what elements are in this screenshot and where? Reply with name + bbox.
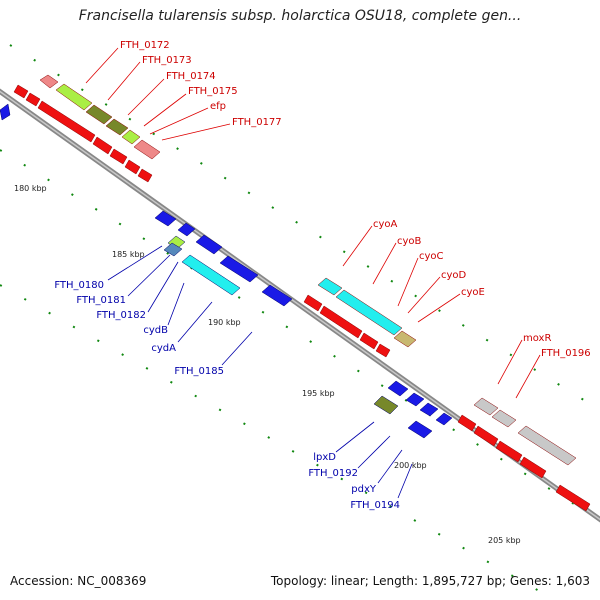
grid-dots (0, 44, 600, 600)
gene-forward[interactable] (519, 456, 547, 479)
gene-forward[interactable] (375, 343, 391, 358)
gene-reverse[interactable] (407, 420, 433, 439)
gene-label[interactable]: cyoC (419, 251, 444, 262)
gene-pink[interactable] (39, 74, 59, 89)
gene-olive[interactable] (85, 104, 113, 125)
gene-label[interactable]: FTH_0175 (188, 86, 238, 97)
tick-label: 180 kbp (14, 184, 47, 193)
gene-forward[interactable] (37, 100, 96, 143)
gene-reverse[interactable] (405, 392, 425, 407)
gene-reverse[interactable] (154, 210, 177, 227)
gene-reverse[interactable] (195, 234, 223, 255)
gene-grey[interactable] (473, 397, 499, 416)
gene-label[interactable]: pdxY (351, 484, 377, 495)
tick-label: 190 kbp (208, 318, 241, 327)
genome-summary-text: Topology: linear; Length: 1,895,727 bp; … (270, 574, 590, 588)
gene-label[interactable]: cyoA (373, 219, 398, 230)
gene-reverse[interactable] (261, 284, 293, 307)
gene-label[interactable]: cyoD (441, 270, 467, 281)
gene-forward[interactable] (25, 92, 41, 107)
gene-lime[interactable] (121, 129, 141, 145)
gene-reverse[interactable] (419, 402, 439, 417)
gene-forward[interactable] (555, 484, 591, 512)
gene-label[interactable]: FTH_0181 (76, 295, 126, 306)
gene-label[interactable]: FTH_0192 (308, 468, 358, 479)
accession-text: Accession: NC_008369 (10, 574, 147, 588)
gene-olive[interactable] (105, 118, 129, 136)
gene-label[interactable]: cydA (151, 343, 176, 354)
gene-forward[interactable] (124, 159, 141, 175)
gene-label[interactable]: cydB (143, 325, 168, 336)
gene-reverse[interactable] (435, 412, 453, 426)
reverse-genes (0, 103, 453, 439)
bottom-leaders (107, 245, 413, 499)
gene-forward[interactable] (457, 414, 477, 432)
gene-forward[interactable] (13, 84, 29, 99)
gene-label[interactable]: efp (210, 101, 226, 112)
tick-label: 200 kbp (394, 461, 427, 470)
gene-slate[interactable] (163, 242, 183, 257)
gene-lime[interactable] (55, 83, 93, 111)
gene-forward[interactable] (319, 305, 363, 339)
gene-forward[interactable] (109, 148, 128, 165)
gene-forward[interactable] (92, 136, 113, 155)
gene-cyan[interactable] (317, 277, 343, 296)
tick-label: 195 kbp (302, 389, 335, 398)
gene-label[interactable]: cyoB (397, 236, 422, 247)
gene-forward[interactable] (303, 294, 323, 312)
gene-label[interactable]: FTH_0182 (96, 310, 146, 321)
gene-forward[interactable] (495, 440, 523, 463)
gene-label[interactable]: lpxD (313, 452, 336, 463)
gene-forward[interactable] (359, 332, 379, 350)
gene-label[interactable]: FTH_0194 (350, 500, 400, 511)
gene-label[interactable]: cyoE (461, 287, 485, 298)
gene-label[interactable]: FTH_0172 (120, 40, 170, 51)
gene-cyan[interactable] (335, 289, 403, 336)
bottom-gene-labels: FTH_0180 FTH_0181 FTH_0182 cydB cydA FTH… (54, 280, 400, 511)
gene-cyan[interactable] (181, 254, 241, 296)
gene-label[interactable]: FTH_0177 (232, 117, 282, 128)
gene-grey[interactable] (491, 409, 517, 428)
gene-reverse[interactable] (387, 380, 409, 397)
map-title: Francisella tularensis subsp. holarctica… (78, 8, 522, 24)
gene-reverse[interactable] (0, 103, 11, 121)
gene-olive[interactable] (373, 395, 399, 415)
gene-reverse[interactable] (177, 222, 196, 237)
forward-genes (13, 74, 591, 512)
gene-reverse[interactable] (219, 255, 259, 283)
gene-forward[interactable] (137, 168, 153, 183)
gene-grey[interactable] (517, 425, 577, 466)
gene-label[interactable]: moxR (523, 333, 551, 344)
tick-label: 185 kbp (112, 250, 145, 259)
gene-khaki[interactable] (393, 330, 417, 348)
gene-label[interactable]: FTH_0174 (166, 71, 216, 82)
top-gene-labels: FTH_0172 FTH_0173 FTH_0174 FTH_0175 efp … (120, 40, 591, 359)
gene-label[interactable]: FTH_0180 (54, 280, 104, 291)
tick-label: 205 kbp (488, 536, 521, 545)
gene-pink[interactable] (133, 139, 161, 160)
gene-label[interactable]: FTH_0185 (174, 366, 224, 377)
top-leaders (85, 47, 541, 399)
scale-ticks: 180 kbp 185 kbp 190 kbp 195 kbp 200 kbp … (14, 184, 521, 545)
gene-label[interactable]: FTH_0173 (142, 55, 192, 66)
gene-label[interactable]: FTH_0196 (541, 348, 591, 359)
gene-forward[interactable] (473, 425, 499, 447)
